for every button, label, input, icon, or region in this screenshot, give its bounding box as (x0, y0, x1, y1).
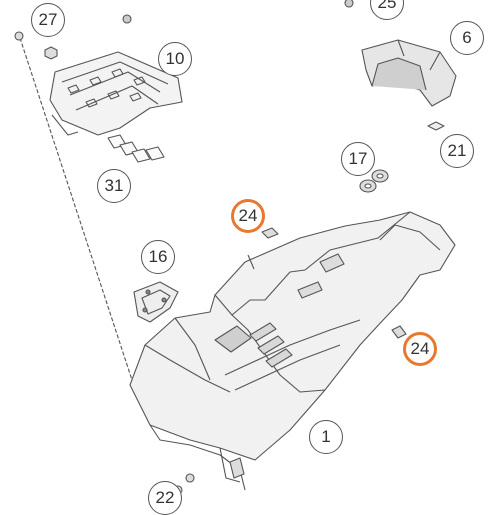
nut-10 (44, 46, 58, 60)
callout-16: 16 (141, 240, 175, 274)
callout-label: 31 (104, 176, 124, 195)
bracket-part-10 (49, 51, 183, 136)
parts-diagram: 27 25 6 10 17 21 31 24 16 24 1 22 (14, 0, 484, 515)
callout-label: 24 (410, 339, 430, 358)
callout-1: 1 (309, 420, 343, 454)
cover-part-6 (361, 39, 457, 107)
callout-label: 1 (321, 427, 331, 446)
callout-25: 25 (370, 0, 404, 20)
callout-27: 27 (31, 3, 65, 37)
callout-label: 25 (377, 0, 397, 12)
callout-17: 17 (341, 142, 375, 176)
grommets-part-17 (359, 169, 389, 193)
fender-part-1 (129, 211, 456, 491)
nut-25 (344, 0, 354, 8)
pad-part-21 (427, 121, 445, 131)
callout-21: 21 (440, 134, 474, 168)
callout-31: 31 (97, 169, 131, 203)
clip-part-24a (261, 227, 279, 239)
screw-27 (14, 31, 24, 41)
callout-22: 22 (148, 481, 182, 515)
callout-label: 27 (38, 10, 58, 29)
callout-label: 16 (148, 247, 168, 266)
exploded-view-drawing (14, 0, 457, 495)
clip-part-24b (391, 325, 407, 339)
bracket-part-16 (133, 281, 179, 323)
pads-part-31 (107, 134, 165, 163)
callout-label: 17 (348, 149, 368, 168)
callout-10: 10 (158, 42, 192, 76)
callout-24-right: 24 (403, 332, 437, 366)
callout-label: 21 (447, 141, 467, 160)
callout-label: 22 (155, 488, 175, 507)
callout-24-top: 24 (231, 199, 265, 233)
callout-label: 10 (165, 49, 185, 68)
nut-top (122, 14, 132, 24)
callout-6: 6 (450, 21, 484, 55)
callout-label: 24 (238, 206, 258, 225)
screw-22a (185, 473, 195, 483)
callout-label: 6 (462, 28, 472, 47)
